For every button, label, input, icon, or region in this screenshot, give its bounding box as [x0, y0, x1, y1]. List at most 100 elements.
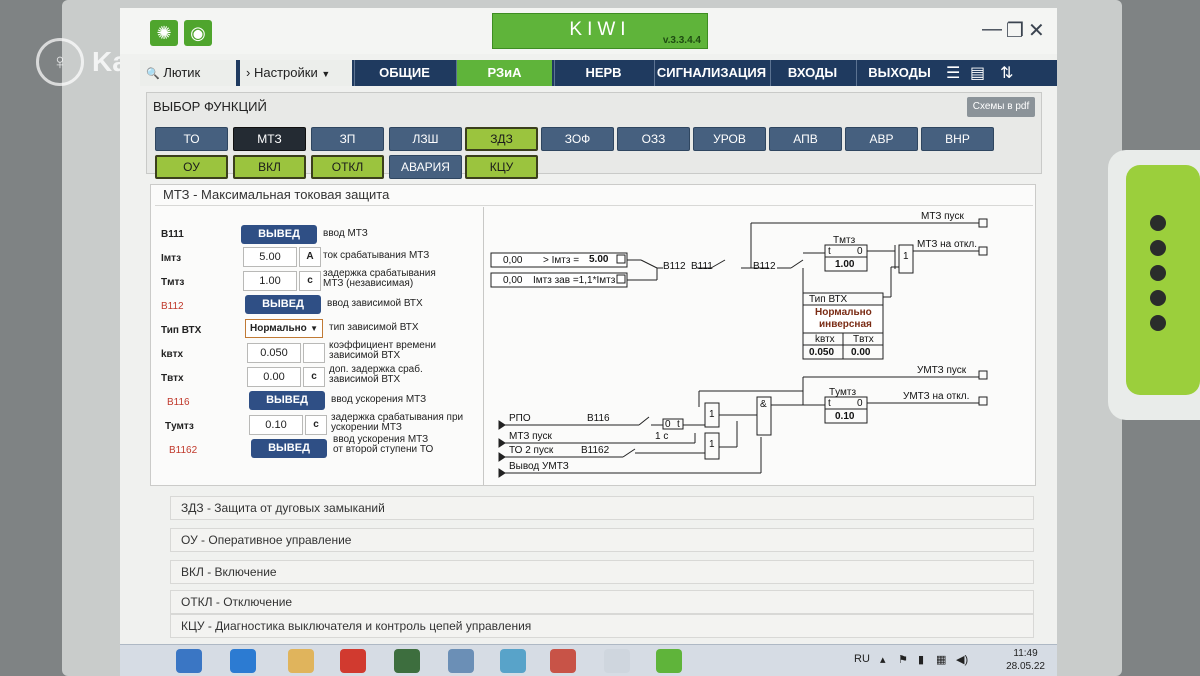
- nav-bar: 🔍 Лютик › Настройки ▼ ОБЩИЕ РЗиА НЕРВ СИ…: [140, 60, 1057, 86]
- b1162-toggle-button[interactable]: ВЫВЕД: [251, 439, 327, 458]
- minimize-icon[interactable]: —: [982, 18, 1002, 40]
- function-vnr-button[interactable]: ВНР: [921, 127, 994, 151]
- function-apv-button[interactable]: АПВ: [769, 127, 842, 151]
- out-umtz-pusk: УМТЗ пуск: [917, 365, 967, 376]
- b112-toggle-button[interactable]: ВЫВЕД: [245, 295, 321, 314]
- opera-icon[interactable]: [340, 649, 366, 673]
- network-app-icon[interactable]: [448, 649, 474, 673]
- document-app-icon[interactable]: [604, 649, 630, 673]
- kvth-field[interactable]: 0.050: [247, 343, 301, 363]
- breadcrumb-item-settings[interactable]: › Настройки ▼: [240, 60, 352, 86]
- chevron-down-icon: ▼: [321, 69, 331, 79]
- or-gate: 1: [709, 409, 715, 420]
- tab-signaling[interactable]: СИГНАЛИЗАЦИЯ: [654, 60, 768, 86]
- mtz-section: МТЗ - Максимальная токовая защита В111 В…: [150, 184, 1036, 486]
- language-indicator[interactable]: RU: [854, 653, 870, 665]
- section-zdz[interactable]: ЗДЗ - Защита от дуговых замыканий: [170, 496, 1034, 520]
- box-app-icon[interactable]: [500, 649, 526, 673]
- function-ozz-button[interactable]: ОЗЗ: [617, 127, 690, 151]
- network-icon[interactable]: ▦: [936, 654, 947, 666]
- device-led: [1150, 265, 1166, 281]
- or-gate: 1: [709, 439, 715, 450]
- b112-label: В112: [753, 261, 776, 272]
- in1-value: 0,00: [503, 255, 523, 266]
- chevron-up-icon[interactable]: ▴: [880, 654, 886, 666]
- logic-diagram: 0,00 > Iмтз = 5.00 0,00 Iмтз зав =1,1*Iм…: [485, 207, 1033, 485]
- close-icon[interactable]: ✕: [1028, 20, 1045, 42]
- breadcrumb-item-home[interactable]: 🔍 Лютик: [140, 60, 236, 86]
- section-ou[interactable]: ОУ - Оперативное управление: [170, 528, 1034, 552]
- clock-time: 11:49: [1013, 648, 1038, 659]
- mtz-split-divider: [483, 207, 484, 485]
- param-desc: тип зависимой ВТХ: [329, 322, 419, 333]
- toolbox-app-icon[interactable]: [550, 649, 576, 673]
- battery-icon[interactable]: ▮: [918, 654, 925, 666]
- tab-outputs[interactable]: ВЫХОДЫ: [856, 60, 942, 86]
- tmtz-field[interactable]: 1.00: [243, 271, 297, 291]
- tab-rzia[interactable]: РЗиА: [456, 60, 552, 86]
- panel-title: ВЫБОР ФУНКЦИЙ: [153, 99, 267, 114]
- monitor-app-icon[interactable]: [394, 649, 420, 673]
- rpo-label: РПО: [509, 413, 531, 424]
- function-zp-button[interactable]: ЗП: [311, 127, 384, 151]
- param-id: В112: [161, 301, 184, 312]
- function-ou-button[interactable]: ОУ: [155, 155, 228, 179]
- param-unit: с: [303, 367, 325, 387]
- function-mtz-button[interactable]: МТЗ: [233, 127, 306, 151]
- function-to-button[interactable]: ТО: [155, 127, 228, 151]
- section-otkl[interactable]: ОТКЛ - Отключение: [170, 590, 1034, 614]
- sort-icon[interactable]: ⇅: [1000, 65, 1014, 82]
- tumtz-value: 0.10: [835, 411, 855, 422]
- out-umtz-otkl: УМТЗ на откл.: [903, 391, 970, 402]
- b116-toggle-button[interactable]: ВЫВЕД: [249, 391, 325, 410]
- section-kcu[interactable]: КЦУ - Диагностика выключателя и контроль…: [170, 614, 1034, 638]
- param-desc: зависимой ВТХ: [329, 374, 401, 385]
- out-mtz-otkl: МТЗ на откл.: [917, 239, 978, 250]
- function-avaria-button[interactable]: АВАРИЯ: [389, 155, 462, 179]
- function-lzsh-button[interactable]: ЛЗШ: [389, 127, 462, 151]
- folder-icon[interactable]: [288, 649, 314, 673]
- chevron-right-icon: ›: [246, 65, 251, 80]
- section-vkl[interactable]: ВКЛ - Включение: [170, 560, 1034, 584]
- b1162-label: В1162: [581, 445, 610, 456]
- function-zof-button[interactable]: ЗОФ: [541, 127, 614, 151]
- param-desc: ввод ускорения МТЗ: [333, 434, 429, 445]
- tab-nerv[interactable]: НЕРВ: [554, 60, 652, 86]
- mtz-divider: [155, 205, 1033, 206]
- param-id: Tмтз: [161, 277, 185, 288]
- kiwi-app-icon[interactable]: [656, 649, 682, 673]
- function-urov-button[interactable]: УРОВ: [693, 127, 766, 151]
- search-icon: 🔍: [146, 68, 160, 80]
- document-icon[interactable]: ▤: [970, 65, 986, 82]
- gear-icon[interactable]: ✺: [150, 20, 178, 46]
- param-id: В111: [161, 229, 184, 240]
- imtz-field[interactable]: 5.00: [243, 247, 297, 267]
- function-avr-button[interactable]: АВР: [845, 127, 918, 151]
- browser-icon[interactable]: [230, 649, 256, 673]
- vth-t-value: 0.00: [851, 347, 871, 358]
- vth-type-select[interactable]: Нормально ▼: [245, 319, 323, 338]
- function-vkl-button[interactable]: ВКЛ: [233, 155, 306, 179]
- volume-icon[interactable]: ◀): [956, 654, 969, 666]
- b111-toggle-button[interactable]: ВЫВЕД: [241, 225, 317, 244]
- mtz-title[interactable]: МТЗ - Максимальная токовая защита: [163, 187, 390, 202]
- function-kcu-button[interactable]: КЦУ: [465, 155, 538, 179]
- pdf-button[interactable]: Схемы в pdf: [967, 97, 1035, 117]
- clock[interactable]: 11:49 28.05.22: [1006, 647, 1045, 673]
- maximize-icon[interactable]: ❐: [1006, 20, 1024, 42]
- flag-icon[interactable]: ⚑: [898, 654, 908, 666]
- list-icon[interactable]: ☰: [946, 65, 961, 82]
- tumtz-field[interactable]: 0.10: [249, 415, 303, 435]
- record-icon[interactable]: ◉: [184, 20, 212, 46]
- function-zdz-button[interactable]: ЗДЗ: [465, 127, 538, 151]
- device-led: [1150, 240, 1166, 256]
- in1-set: 5.00: [589, 254, 609, 265]
- in1-label: > Iмтз =: [543, 255, 580, 266]
- start-icon[interactable]: [176, 649, 202, 673]
- tvth-field[interactable]: 0.00: [247, 367, 301, 387]
- tab-general[interactable]: ОБЩИЕ: [354, 60, 454, 86]
- tab-inputs[interactable]: ВХОДЫ: [770, 60, 854, 86]
- param-unit: [303, 343, 325, 363]
- function-otkl-button[interactable]: ОТКЛ: [311, 155, 384, 179]
- to2-pusk-label: ТО 2 пуск: [509, 445, 554, 456]
